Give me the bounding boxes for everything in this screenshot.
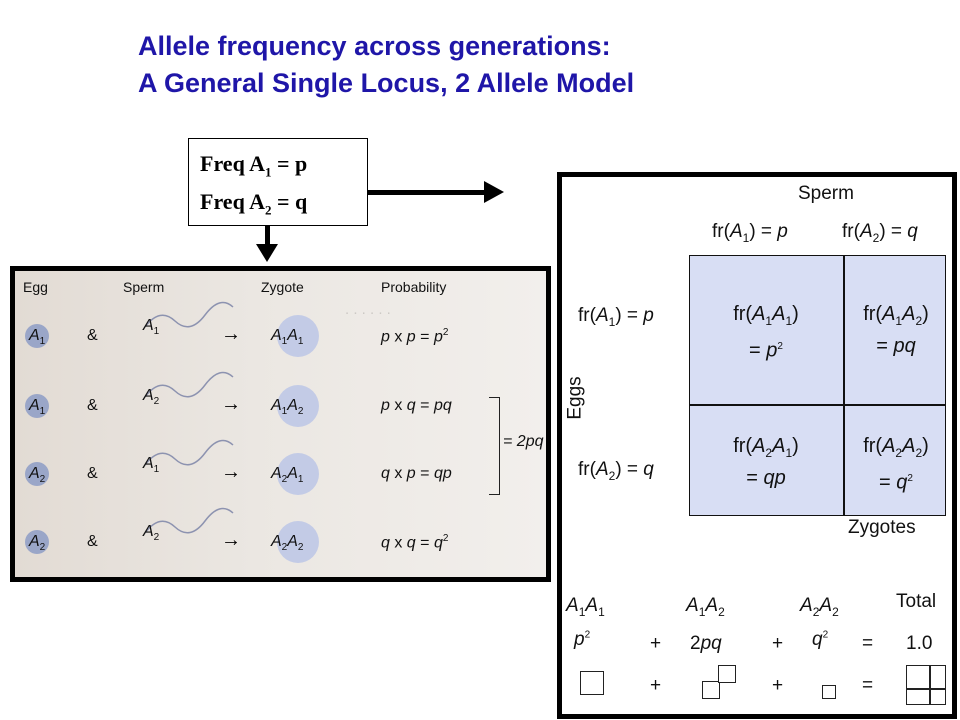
- egg-sperm-zygote-table: . . . . . . Egg Sperm Zygote Probability…: [10, 266, 551, 582]
- square-p2-icon: [580, 671, 604, 695]
- probability: p x q = pq: [381, 397, 452, 414]
- zygote-icon: [277, 521, 319, 563]
- zygote-genotype: A2A2: [271, 533, 304, 554]
- summary-header-a2a2: A2A2: [800, 595, 839, 619]
- sperm-tail-icon: [144, 439, 234, 466]
- sperm-allele: A1: [143, 317, 160, 338]
- freq-a1-label: Freq A: [200, 151, 265, 176]
- zygote-genotype: A1A1: [271, 327, 304, 348]
- frequency-box: Freq A1 = p Freq A2 = q: [188, 138, 368, 226]
- header-sperm: Sperm: [123, 279, 165, 295]
- egg-icon: [25, 530, 49, 554]
- title-line-1: Allele frequency across generations:: [138, 31, 611, 61]
- cell-a1a1: fr(A1A1)= p2: [733, 303, 799, 362]
- header-zygote: Zygote: [261, 279, 304, 295]
- zygotes-label: Zygotes: [848, 517, 916, 538]
- cell-a2a1: fr(A2A1)= qp: [733, 435, 799, 489]
- ampersand: &: [87, 327, 98, 344]
- egg-allele: A2: [29, 533, 46, 554]
- ampersand: &: [87, 465, 98, 482]
- summary-header-a1a1: A1A1: [566, 595, 605, 619]
- sperm-allele: A1: [143, 455, 160, 476]
- zygote-icon: [277, 315, 319, 357]
- squares-plus-2: +: [772, 675, 784, 696]
- freq-a2-value: = q: [271, 189, 308, 215]
- grid-divider-horizontal: [690, 404, 945, 406]
- row-header-a1: fr(A1) = p: [578, 305, 654, 329]
- freq-a1-sub: 1: [264, 164, 272, 180]
- summary-total-value: 1.0: [906, 633, 933, 654]
- ampersand: &: [87, 397, 98, 414]
- zygote-icon: [277, 385, 319, 427]
- header-probability: Probability: [381, 279, 447, 295]
- summary-plus-1: +: [650, 633, 662, 654]
- bracket-label: = 2pq: [503, 433, 544, 450]
- freq-a1-line: Freq A1 = p: [200, 149, 367, 187]
- egg-icon: [25, 394, 49, 418]
- egg-allele: A1: [29, 397, 46, 418]
- summary-2pq: 2pq: [690, 633, 722, 654]
- freq-a2-line: Freq A2 = q: [200, 187, 367, 225]
- probability: q x p = qp: [381, 465, 452, 482]
- grid-divider-vertical: [843, 256, 845, 515]
- header-egg: Egg: [23, 279, 48, 295]
- square-q2-icon: [822, 685, 836, 699]
- summary-header-a1a2: A1A2: [686, 595, 725, 619]
- squares-equals: =: [862, 675, 874, 696]
- sperm-allele: A2: [143, 387, 160, 408]
- probability: p x p = p2: [381, 327, 449, 346]
- summary-p2: p2: [574, 629, 591, 650]
- summary-q2: q2: [812, 629, 829, 650]
- summary-header-total: Total: [896, 591, 937, 612]
- summary-plus-2: +: [772, 633, 784, 654]
- sperm-tail-icon: [144, 301, 234, 328]
- col-header-a1: fr(A1) = p: [712, 221, 788, 245]
- cell-a1a2: fr(A1A2)= pq: [863, 303, 929, 357]
- sperm-allele: A2: [143, 523, 160, 544]
- cell-a2a2: fr(A2A2)= q2: [863, 435, 929, 494]
- summary-equals: =: [862, 633, 874, 654]
- square-pq-a-icon: [702, 681, 720, 699]
- egg-icon: [25, 462, 49, 486]
- title: Allele frequency across generations: A G…: [138, 28, 634, 102]
- zygote-icon: [277, 453, 319, 495]
- arrow-down-icon: [256, 244, 278, 262]
- freq-a1-value: = p: [271, 151, 308, 176]
- freq-a2-label: Freq A: [200, 189, 265, 215]
- title-line-2: A General Single Locus, 2 Allele Model: [138, 68, 635, 98]
- arrow-right-icon: →: [221, 529, 241, 551]
- arrow-right-icon: [484, 181, 504, 203]
- freq-a2-sub: 2: [264, 202, 272, 218]
- egg-allele: A1: [29, 327, 46, 348]
- row-header-a2: fr(A2) = q: [578, 459, 654, 483]
- col-header-a2: fr(A2) = q: [842, 221, 918, 245]
- squares-plus-1: +: [650, 675, 662, 696]
- sperm-label: Sperm: [798, 183, 854, 204]
- arrow-right-icon: →: [221, 393, 241, 415]
- bracket: [489, 397, 500, 495]
- probability: q x q = q2: [381, 533, 449, 552]
- zygote-genotype: A1A2: [271, 397, 304, 418]
- ampersand: &: [87, 533, 98, 550]
- square-total-icon: [906, 665, 946, 705]
- arrow-right-icon: →: [221, 461, 241, 483]
- arrow-right-icon: →: [221, 323, 241, 345]
- egg-allele: A2: [29, 465, 46, 486]
- zygote-genotype: A2A1: [271, 465, 304, 486]
- punnett-square-panel: Sperm fr(A1) = p fr(A2) = q Eggs fr(A1) …: [557, 172, 957, 719]
- egg-icon: [25, 324, 49, 348]
- sperm-tail-icon: [144, 507, 234, 534]
- sperm-tail-icon: [144, 371, 234, 398]
- eggs-label: Eggs: [564, 376, 586, 420]
- bleed-through-text: . . . . . .: [345, 301, 391, 318]
- punnett-grid: fr(A1A1)= p2 fr(A1A2)= pq fr(A2A1)= qp f…: [689, 255, 946, 516]
- square-pq-b-icon: [718, 665, 736, 683]
- arrow-right-shaft: [368, 190, 488, 195]
- arrow-down-shaft: [265, 226, 270, 246]
